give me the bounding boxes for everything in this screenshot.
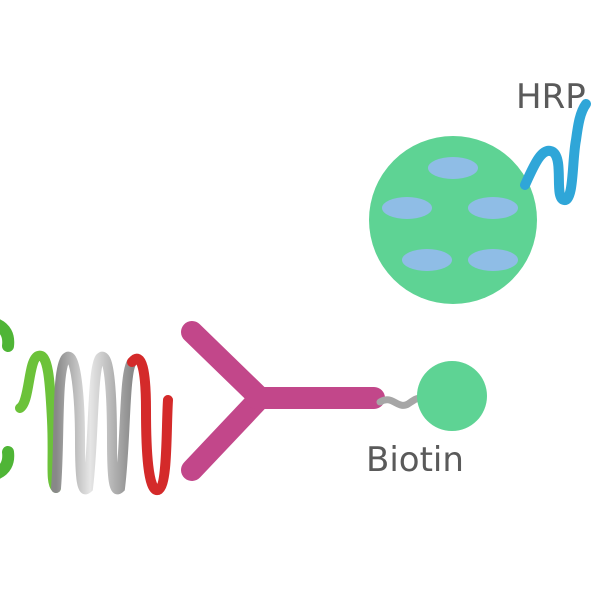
aptamer-coil — [15, 350, 173, 495]
biotin-label: Biotin — [366, 440, 464, 480]
biotin-linker — [376, 394, 426, 409]
sphere-spot — [428, 157, 478, 179]
antibody — [181, 321, 385, 481]
hrp-chain — [520, 99, 591, 205]
biotin-ball — [417, 361, 487, 431]
sphere-spot — [402, 249, 452, 271]
sphere-spot — [382, 197, 432, 219]
sphere-spot — [468, 197, 518, 219]
sphere-spot — [468, 249, 518, 271]
streptavidin-sphere — [369, 136, 537, 304]
partial-target-shape — [0, 319, 15, 479]
hrp-label: HRP — [516, 77, 586, 117]
